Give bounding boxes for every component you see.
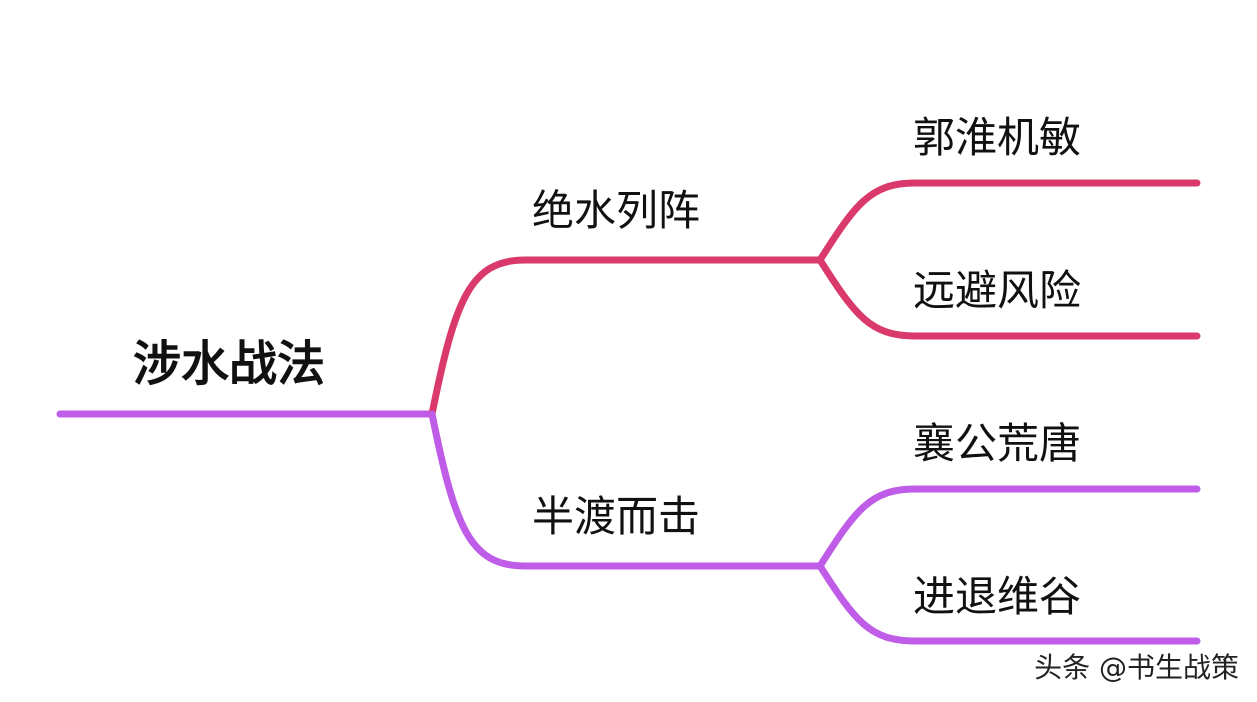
subtopic-1-1[interactable]: 郭淮机敏	[913, 113, 1082, 162]
subtopic-2-1[interactable]: 襄公荒唐	[913, 419, 1082, 468]
branch-2-child-2-line	[816, 562, 1201, 645]
branch-1-child-2-line	[816, 256, 1201, 340]
branch-topic-1[interactable]: 绝水列阵	[532, 186, 701, 235]
root-topic[interactable]: 涉水战法	[133, 336, 326, 392]
subtopic-2-2[interactable]: 进退维谷	[913, 572, 1082, 621]
branch-2-connector	[428, 410, 824, 570]
branch-topic-2[interactable]: 半渡而击	[532, 492, 701, 541]
branch-1-connector	[428, 256, 824, 418]
branch-1-child-1-line	[816, 179, 1201, 264]
subtopic-1-2[interactable]: 远避风险	[913, 266, 1082, 315]
watermark-text: 头条 @书生战策	[1034, 651, 1239, 684]
branch-2-child-1-line	[816, 485, 1201, 570]
